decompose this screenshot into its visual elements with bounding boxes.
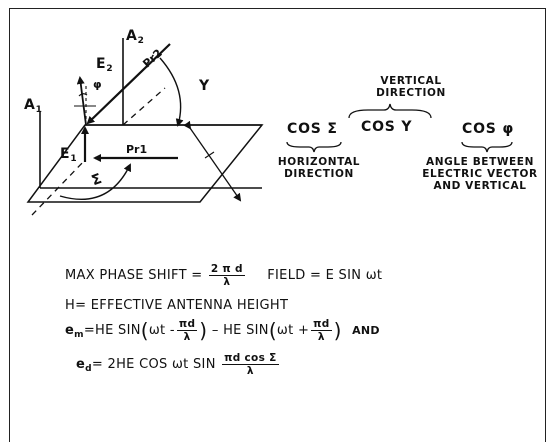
phi-arc — [78, 93, 88, 97]
e2-vector — [76, 76, 87, 126]
brace-angle — [461, 141, 513, 153]
frame-left-border — [9, 8, 10, 442]
cos-sigma-term: COS Σ — [287, 121, 338, 137]
horizontal-direction-label: HORIZONTAL DIRECTION — [277, 156, 361, 180]
cos-gamma-term: COS Y — [361, 119, 413, 135]
pr2-arrow — [86, 43, 171, 125]
dashed-ray — [122, 87, 166, 126]
angle-between-label: ANGLE BETWEEN ELECTRIC VECTOR AND VERTIC… — [422, 156, 538, 192]
dimension-line — [183, 120, 242, 202]
label-phi: φ — [93, 78, 102, 91]
label-e1: E1 — [60, 146, 78, 164]
vertical-direction-label: VERTICAL DIRECTION — [376, 75, 446, 99]
phase-shift-label: MAX PHASE SHIFT = — [65, 268, 203, 283]
gamma-arc — [159, 57, 184, 127]
frame-top-border — [9, 8, 546, 9]
label-gamma: Y — [199, 78, 210, 94]
label-a2: A2 — [126, 28, 145, 46]
brace-vertical — [348, 103, 432, 119]
equation-h-definition: H= EFFECTIVE ANTENNA HEIGHT — [65, 298, 289, 313]
label-pr1: Pr1 — [126, 143, 148, 156]
dashed-diagonal — [31, 159, 86, 216]
label-a1: A1 — [24, 97, 43, 115]
sigma-arc — [59, 163, 131, 200]
brace-horizontal — [286, 141, 342, 153]
label-e2: E2 — [96, 56, 114, 74]
cos-phi-term: COS φ — [462, 121, 515, 137]
field-equation: FIELD = E SIN ωt — [267, 268, 383, 283]
dimension-tick — [204, 151, 215, 159]
frame-right-border — [545, 8, 546, 442]
